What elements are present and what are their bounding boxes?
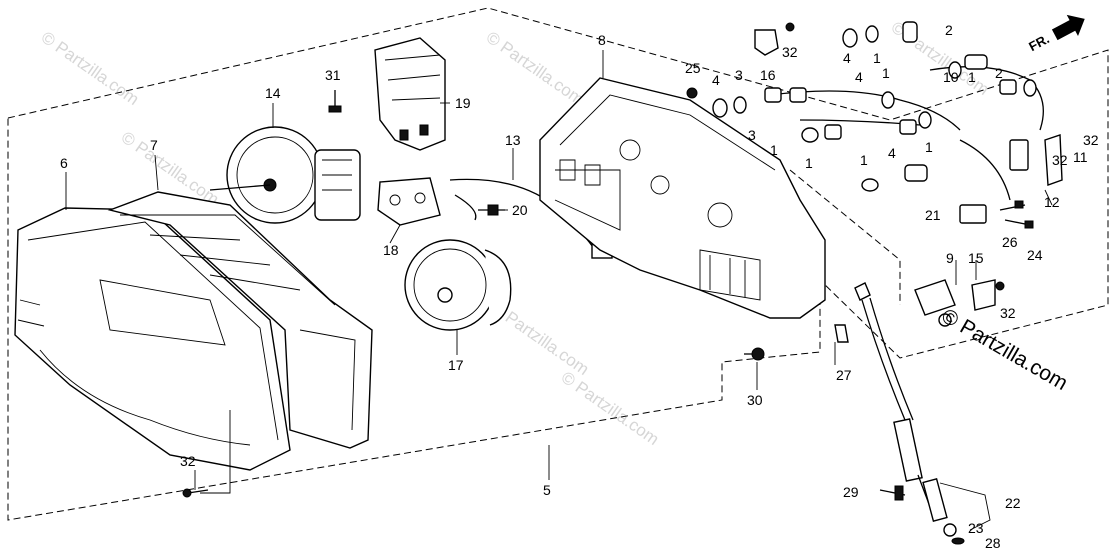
bulb-sockets bbox=[712, 21, 1044, 201]
speedometer-cable bbox=[744, 282, 965, 545]
callout-label: 4 bbox=[843, 50, 851, 66]
callout-label: 32 bbox=[782, 44, 798, 60]
callout-label: 32 bbox=[1000, 305, 1016, 321]
leader-lines bbox=[65, 50, 1053, 531]
assembly-outline bbox=[7, 7, 1109, 521]
speedometer bbox=[404, 239, 512, 331]
tachometer bbox=[209, 126, 361, 224]
callout-label: 29 bbox=[843, 484, 859, 500]
callout-label: 9 bbox=[946, 250, 954, 266]
callout-label: 25 bbox=[685, 60, 701, 76]
callout-label: 1 bbox=[873, 50, 881, 66]
meter-visor-panel bbox=[107, 191, 373, 449]
callout-label: 15 bbox=[968, 250, 984, 266]
harness-clamp bbox=[686, 22, 795, 99]
front-direction-arrow: FR. bbox=[1026, 14, 1085, 54]
callout-label: 13 bbox=[505, 132, 521, 148]
callout-label: 6 bbox=[60, 155, 68, 171]
callout-label: 30 bbox=[747, 392, 763, 408]
callout-label: 7 bbox=[150, 137, 158, 153]
callout-label: 3 bbox=[748, 127, 756, 143]
callout-label: 1 bbox=[925, 139, 933, 155]
callout-label: 1 bbox=[882, 65, 890, 81]
callout-label: 1 bbox=[860, 152, 868, 168]
callout-label: 1 bbox=[968, 69, 976, 85]
callout-label: 2 bbox=[945, 22, 953, 38]
callout-label: 28 bbox=[985, 535, 1001, 551]
callout-label: 5 bbox=[543, 482, 551, 498]
watermark: © Partzilla.com bbox=[38, 28, 143, 109]
callout-label: 31 bbox=[325, 67, 341, 83]
callout-label: 4 bbox=[855, 69, 863, 85]
harness-connectors bbox=[959, 134, 1063, 229]
fuel-temp-gauge bbox=[374, 37, 446, 151]
callout-label: 2 bbox=[995, 65, 1003, 81]
callout-label: 8 bbox=[598, 32, 606, 48]
meter-case bbox=[539, 77, 826, 319]
callout-label: 24 bbox=[1027, 247, 1043, 263]
callout-label: 4 bbox=[712, 72, 720, 88]
mounting-brackets bbox=[914, 279, 1005, 327]
callout-label: 23 bbox=[968, 520, 984, 536]
callout-labels: 6 7 14 31 19 18 13 20 17 8 25 16 32 4 3 … bbox=[60, 22, 1099, 551]
callout-label: 26 bbox=[1002, 234, 1018, 250]
callout-label: 1 bbox=[805, 155, 813, 171]
callout-label: 1 bbox=[770, 142, 778, 158]
watermark: © Partzilla.com bbox=[558, 368, 663, 449]
callout-label: 32 bbox=[1052, 152, 1068, 168]
callout-label: 11 bbox=[1073, 149, 1088, 165]
screw bbox=[328, 90, 342, 113]
callout-label: 10 bbox=[943, 69, 959, 85]
indicator-plate bbox=[377, 177, 441, 226]
callout-label: 21 bbox=[925, 207, 941, 223]
callout-label: 18 bbox=[383, 242, 399, 258]
callout-label: 3 bbox=[735, 67, 743, 83]
meter-lens-cover bbox=[14, 207, 291, 471]
front-direction-label: FR. bbox=[1026, 31, 1052, 54]
callout-label: 12 bbox=[1044, 194, 1060, 210]
callout-label: 27 bbox=[836, 367, 852, 383]
callout-label: 17 bbox=[448, 357, 464, 373]
callout-label: 20 bbox=[512, 202, 528, 218]
callout-label: 32 bbox=[180, 453, 196, 469]
callout-label: 22 bbox=[1005, 495, 1021, 511]
arrow-icon bbox=[1051, 14, 1085, 41]
callout-label: 32 bbox=[1083, 132, 1099, 148]
callout-label: 4 bbox=[888, 145, 896, 161]
watermark: © Partzilla.com bbox=[483, 28, 588, 109]
callout-label: 16 bbox=[760, 67, 776, 83]
screw bbox=[182, 488, 209, 498]
callout-label: 19 bbox=[455, 95, 471, 111]
callout-label: 14 bbox=[265, 85, 281, 101]
